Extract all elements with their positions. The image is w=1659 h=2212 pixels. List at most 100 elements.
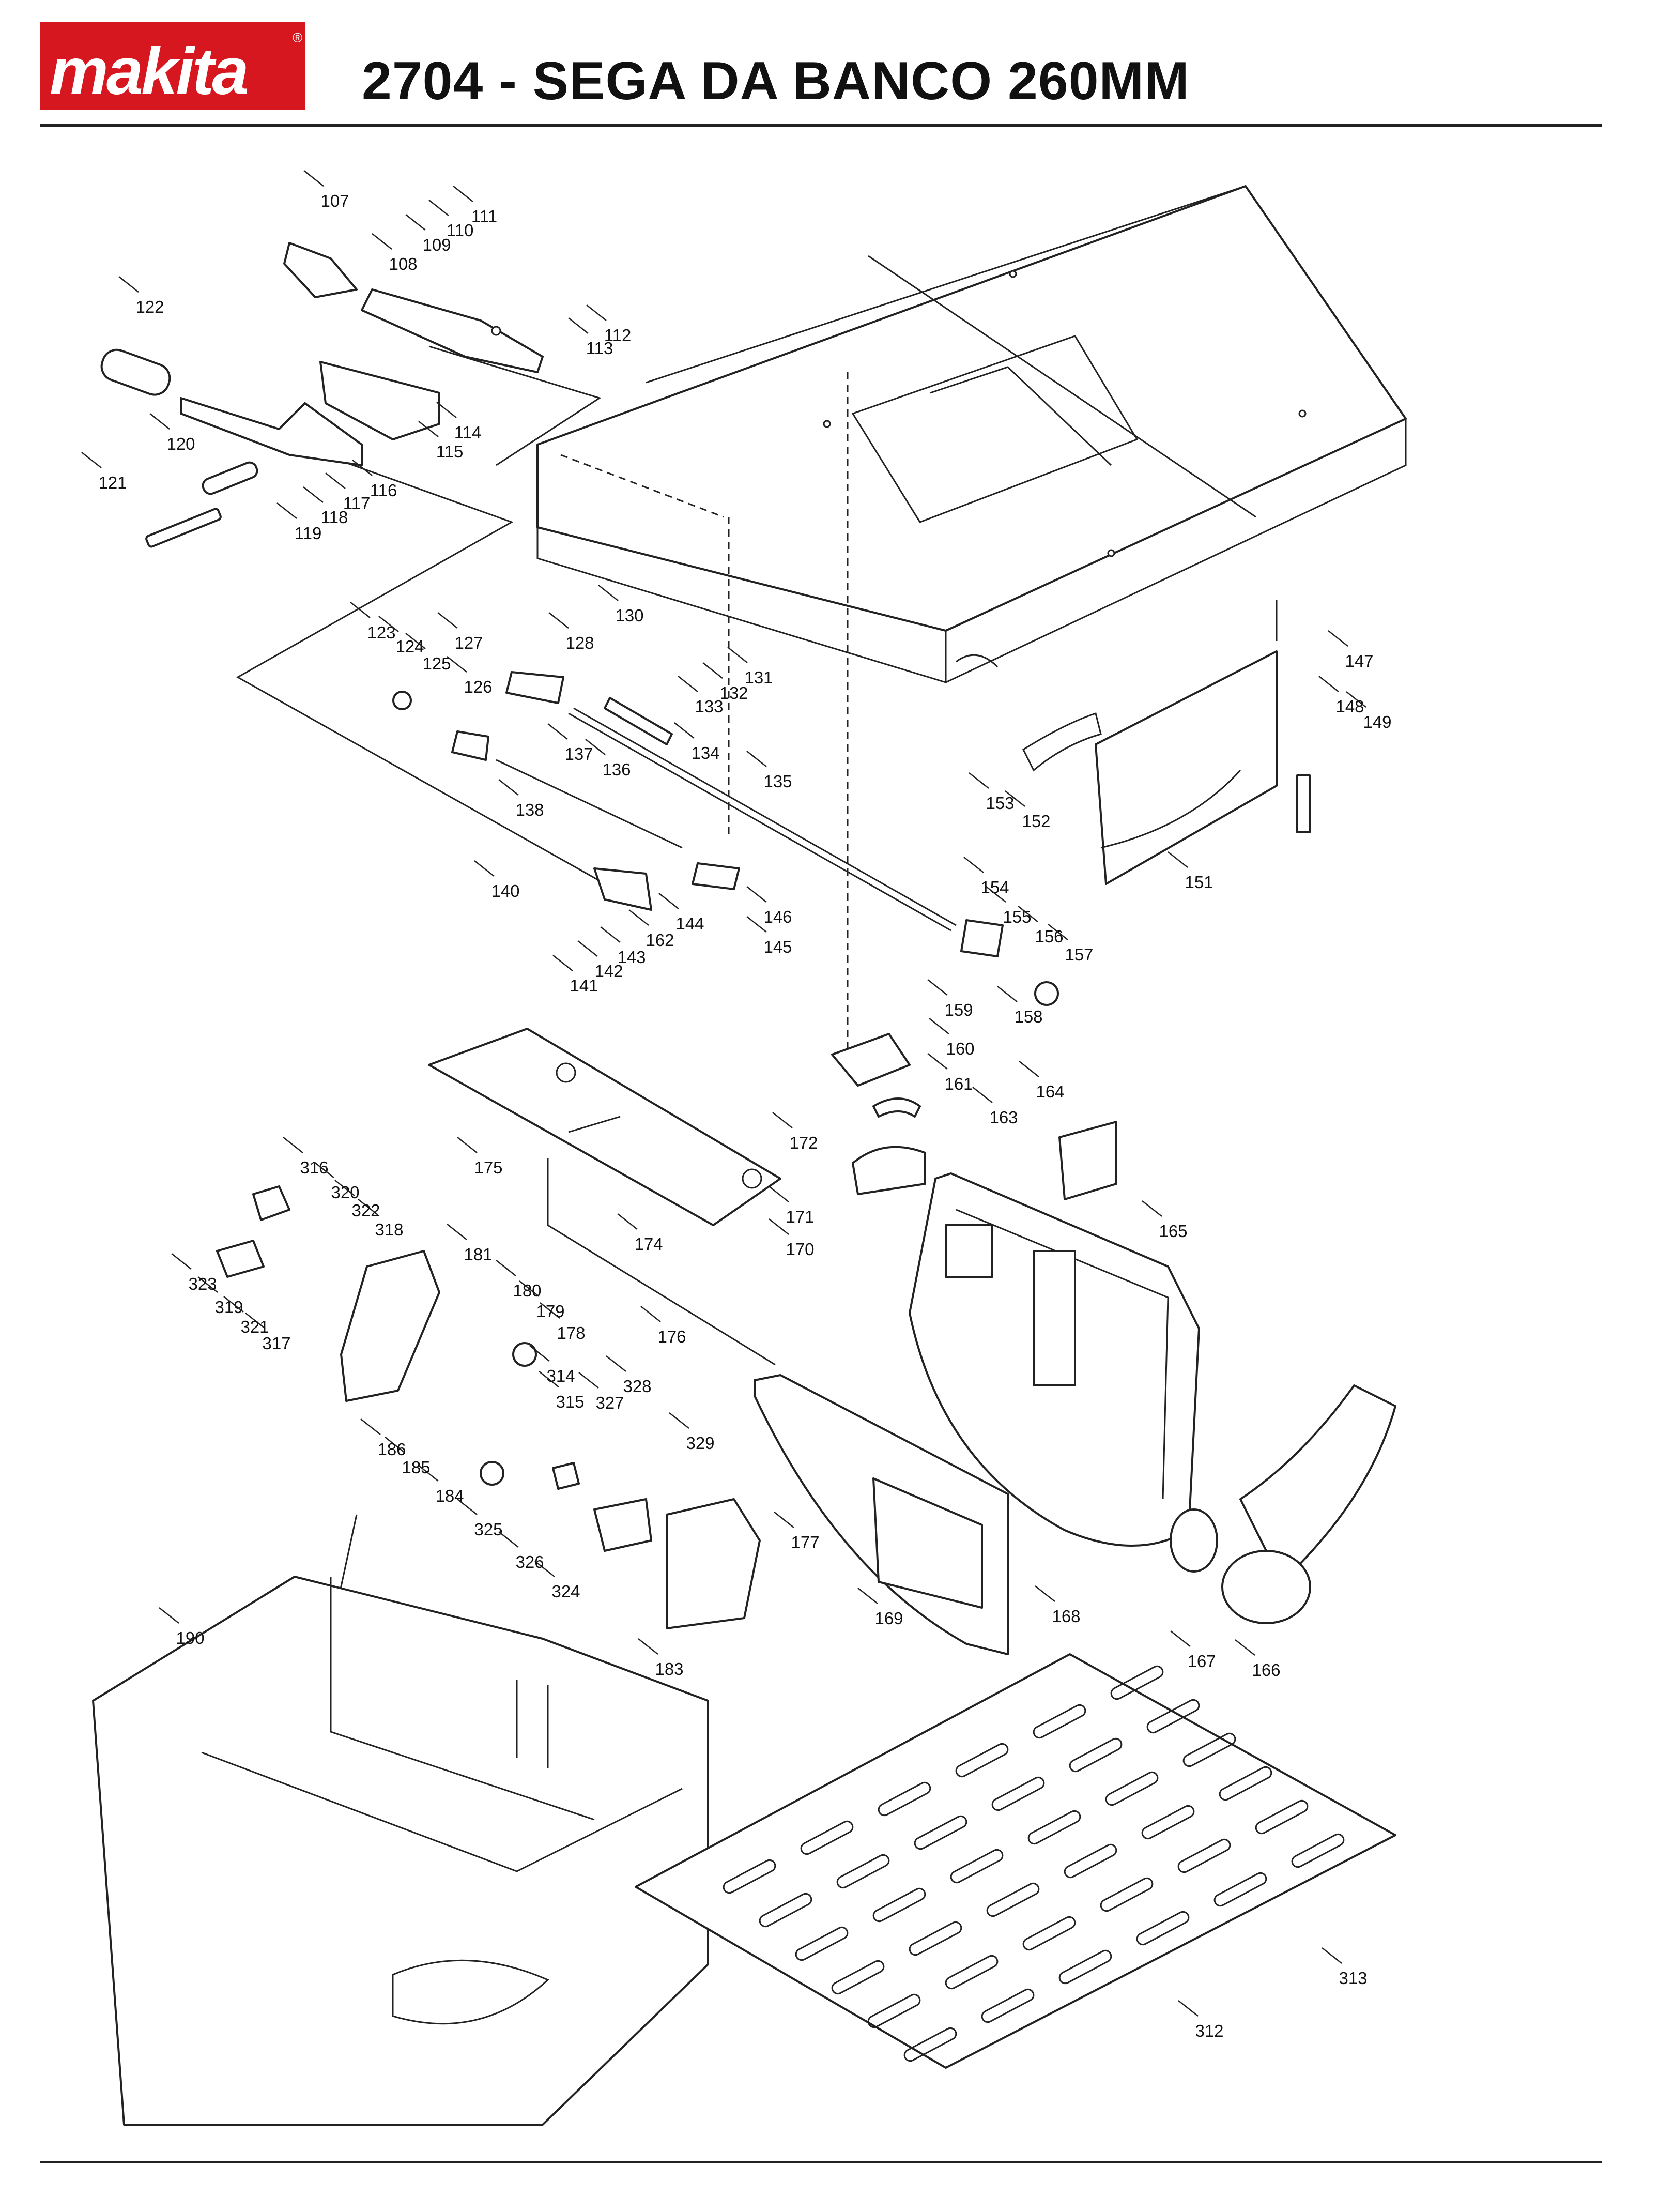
callout-145: 145 [763, 937, 792, 956]
vent-slot [1069, 1737, 1123, 1773]
saw-base [92, 1576, 709, 2126]
table-insert [428, 1028, 781, 1226]
callout-108: 108 [389, 254, 417, 273]
callout-151: 151 [1185, 873, 1213, 892]
callout-174: 174 [634, 1234, 663, 1254]
leader-line [118, 276, 139, 293]
callout-163: 163 [989, 1108, 1018, 1127]
arbor-bracket-parts [831, 1033, 1117, 1200]
callout-157: 157 [1065, 945, 1093, 964]
callout-328: 328 [623, 1377, 651, 1396]
leader-line [539, 1371, 559, 1387]
callout-326: 326 [515, 1552, 544, 1572]
vent-slot [1146, 1699, 1200, 1734]
vent-slot [945, 1955, 999, 1990]
callout-146: 146 [763, 907, 792, 926]
callout-314: 314 [546, 1366, 575, 1385]
leader-line [81, 452, 102, 468]
leader-line [986, 886, 1006, 903]
callout-312: 312 [1195, 2021, 1223, 2040]
leader-line [548, 612, 569, 629]
callout-322: 322 [351, 1201, 380, 1220]
callout-168: 168 [1052, 1607, 1080, 1626]
leader-line [283, 1137, 303, 1153]
vent-slot [759, 1893, 812, 1928]
logo-wordmark: makita [50, 35, 247, 109]
vent-slot [800, 1820, 854, 1855]
leader-line [498, 1531, 519, 1548]
leader-line [428, 200, 449, 216]
vent-slot [1100, 1877, 1154, 1912]
callout-185: 185 [402, 1458, 430, 1477]
callout-325: 325 [474, 1520, 502, 1539]
page-title: 2704 - SEGA DA BANCO 260MM [362, 51, 1190, 111]
reference-outline [547, 1158, 776, 1366]
callout-127: 127 [454, 633, 483, 652]
callout-147: 147 [1345, 651, 1373, 670]
callout-133: 133 [695, 697, 723, 716]
callout-119: 119 [295, 524, 322, 543]
reference-outline [236, 449, 652, 911]
vent-slot [1141, 1805, 1195, 1840]
footer-divider [40, 2161, 1602, 2163]
callout-158: 158 [1014, 1007, 1042, 1026]
leader-line [378, 616, 399, 632]
callout-178: 178 [557, 1323, 585, 1343]
callout-144: 144 [675, 914, 704, 933]
callout-315: 315 [556, 1392, 584, 1411]
vent-slot [1110, 1665, 1164, 1700]
callout-121: 121 [98, 473, 127, 492]
leader-line [197, 1276, 218, 1293]
leader-line [585, 739, 606, 755]
callout-149: 149 [1363, 712, 1391, 731]
callout-318: 318 [375, 1220, 403, 1239]
callout-329: 329 [686, 1433, 714, 1453]
leader-line [1328, 630, 1348, 647]
callout-141: 141 [570, 976, 598, 995]
leader-line [519, 1280, 540, 1297]
vent-slot [1136, 1911, 1190, 1946]
leader-line [617, 1213, 638, 1230]
leader-line [358, 1199, 378, 1215]
leader-line [245, 1313, 266, 1329]
leader-line [963, 857, 984, 873]
leader-line [600, 926, 621, 943]
leader-line [1005, 790, 1025, 807]
callout-164: 164 [1036, 1082, 1064, 1101]
leader-line [586, 304, 607, 321]
callout-327: 327 [595, 1393, 624, 1412]
blade-guard-housing [909, 1172, 1218, 1573]
leader-line [547, 723, 568, 740]
leader-line [927, 979, 948, 996]
callout-107: 107 [320, 191, 349, 210]
leader-line [972, 1087, 993, 1103]
vent-slot [1064, 1843, 1117, 1879]
leader-line [638, 1638, 658, 1655]
leader-line [447, 1224, 467, 1240]
callout-180: 180 [513, 1281, 541, 1300]
callout-169: 169 [874, 1609, 903, 1628]
leader-line [606, 1355, 626, 1372]
leader-line [927, 1053, 948, 1070]
callout-115: 115 [436, 442, 464, 461]
leader-line [436, 402, 457, 418]
leader-line [529, 1345, 550, 1362]
callout-321: 321 [240, 1317, 269, 1336]
callout-155: 155 [1003, 907, 1031, 926]
vent-slot [872, 1887, 926, 1923]
vent-slot [981, 1988, 1035, 2023]
logo-registered-mark: ® [293, 30, 302, 45]
vent-slot [723, 1859, 776, 1894]
callout-126: 126 [464, 677, 492, 696]
leader-line [997, 986, 1018, 1002]
leader-line [774, 1512, 794, 1528]
leader-line [360, 1418, 381, 1435]
leader-line [159, 1607, 179, 1624]
lower-guard-plate [754, 1374, 1009, 1655]
vent-slot [1291, 1833, 1345, 1868]
makita-logo: makita ® [40, 22, 305, 110]
callout-166: 166 [1252, 1660, 1280, 1680]
callout-120: 120 [166, 434, 195, 453]
callout-323: 323 [188, 1274, 217, 1293]
